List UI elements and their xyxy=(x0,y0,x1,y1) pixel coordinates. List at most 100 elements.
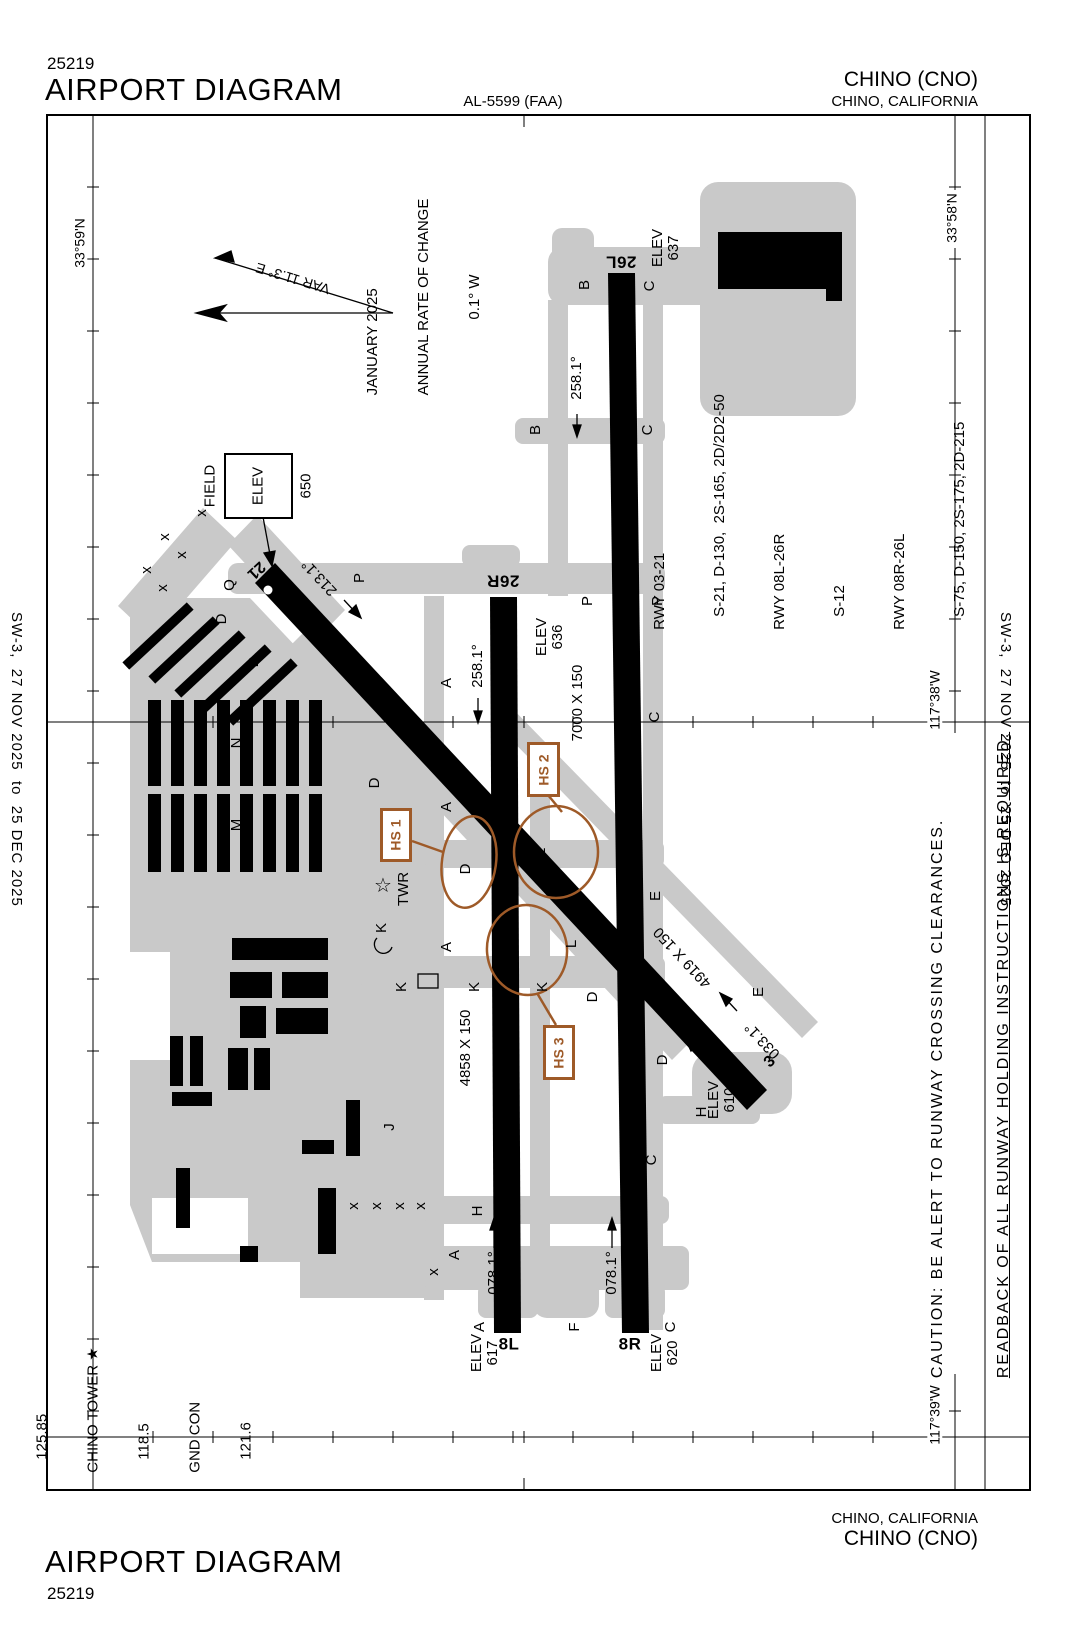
hotspot-1-box: HS 1 xyxy=(380,808,412,862)
closed-taxiway-x: x xyxy=(155,533,173,541)
airport-name-top: CHINO (CNO) xyxy=(843,68,978,91)
taxiway-label-J: J xyxy=(380,1123,398,1131)
taxilane-hook xyxy=(373,937,393,954)
taxiway-label-C: C xyxy=(645,711,663,723)
field-elev-text: FIELD ELEV 650 xyxy=(170,465,346,508)
taxiway-label-D: D xyxy=(212,613,230,625)
hotspot-3-box: HS 3 xyxy=(543,1025,575,1080)
hangar-rows-slanted xyxy=(122,602,298,726)
taxiway-label-P: P xyxy=(648,595,666,607)
heading-8L: 078.1° xyxy=(484,1251,502,1295)
hotspot-3-label: HS 3 xyxy=(551,1036,567,1069)
hotspot-ellipses xyxy=(411,794,600,1026)
runway-slope-08L-26R: 0.4% UP xyxy=(500,1010,518,1070)
taxiway-label-A: A xyxy=(445,1249,463,1261)
hotspot-1-label: HS 1 xyxy=(388,819,404,851)
runways-and-buildings xyxy=(122,232,842,1333)
longitude-label: 117°38'W xyxy=(926,668,943,732)
taxiway-label-D: D xyxy=(456,863,474,875)
elev-label: ELEV xyxy=(468,1333,485,1373)
closed-taxiway-x: x xyxy=(192,509,210,517)
tower-label: TWR xyxy=(394,871,412,907)
procedure-id: AL-5599 (FAA) xyxy=(463,92,563,110)
elev-value: 636 xyxy=(549,624,566,650)
hotspot-1-ellipse xyxy=(440,815,498,909)
taxiway-label-D: D xyxy=(365,777,383,789)
airac-date-left: SW-3, 27 NOV 2025 to 25 DEC 2025 xyxy=(8,612,25,907)
freq-ground-value: 121.6 xyxy=(237,1422,255,1460)
taxiway-label-L: L xyxy=(562,939,580,949)
freq-datis-value: 125.85 xyxy=(33,1413,51,1460)
taxiway-label-C: C xyxy=(638,424,656,436)
taxiway-label-L: L xyxy=(531,847,549,857)
taxiway-label-F: F xyxy=(565,1322,583,1332)
airport-city-top: CHINO, CALIFORNIA xyxy=(831,93,978,110)
taxiway-label-K: K xyxy=(465,981,483,993)
freq-ground-label: GND CON xyxy=(186,1401,204,1473)
tower-star-icon: ☆ xyxy=(374,875,392,897)
airport-city-bottom: CHINO, CALIFORNIA xyxy=(831,1510,978,1527)
taxiway-label-C: C xyxy=(661,1321,679,1333)
taxiway-label-C: C xyxy=(640,280,658,292)
taxiway-label-K: K xyxy=(533,981,551,993)
taxiway-label-B: B xyxy=(526,424,544,436)
closed-taxiway-x: x xyxy=(172,551,190,559)
closed-taxiway-x: x xyxy=(137,566,155,574)
variation-note: JANUARY 2025 ANNUAL RATE OF CHANGE 0.1° … xyxy=(330,199,500,396)
runway-data-line: S-21, D-130, 2S-165, 2D/2D2-50 xyxy=(711,394,728,617)
taxiway-label-K: K xyxy=(392,981,410,993)
taxiway-label-M: M xyxy=(227,818,245,832)
page-title-bottom: AIRPORT DIAGRAM xyxy=(45,1544,343,1579)
runway-data-line: RWY 08R-26L xyxy=(891,533,908,630)
heading-26L: 258.1° xyxy=(567,356,585,400)
variation-rate: ANNUAL RATE OF CHANGE xyxy=(415,198,432,396)
runway-number-8L: 8L xyxy=(498,1334,520,1354)
elev-value: 617 xyxy=(484,1340,501,1366)
closed-taxiway-x: x xyxy=(424,1268,442,1276)
taxiway-label-A: A xyxy=(437,801,455,813)
field-elev-line: 650 xyxy=(297,473,315,499)
runway-number-26R: 26R xyxy=(486,571,520,591)
hotspot-3-ellipse xyxy=(485,903,569,997)
apron-lanes xyxy=(130,952,248,1254)
true-north-arrow xyxy=(214,257,394,314)
taxiway-label-A: A xyxy=(437,941,455,953)
taxiway-label-P: P xyxy=(578,595,596,607)
elev-value: 620 xyxy=(664,1340,681,1366)
latitude-label: 33°59'N xyxy=(71,216,88,270)
airac-date-right: SW-3, 27 NOV 2025 to 25 DEC 2025 xyxy=(997,612,1014,907)
closed-taxiway-x: x xyxy=(390,1202,408,1210)
heading-8R: 078.1° xyxy=(602,1251,620,1295)
page-title-top: AIRPORT DIAGRAM xyxy=(45,72,343,107)
holding-bay xyxy=(417,973,439,989)
elev-label: ELEV xyxy=(649,228,666,268)
taxiway-label-K: K xyxy=(372,922,390,934)
taxiway-label-E: E xyxy=(646,890,664,902)
runway-03-21 xyxy=(255,563,767,1110)
variation-date: JANUARY 2025 xyxy=(364,288,381,396)
runway-data-line: RWY 08L-26R xyxy=(771,533,788,630)
arrows xyxy=(193,250,738,1248)
field-elev-box: FIELD ELEV 650 xyxy=(201,453,314,519)
taxiway-label-H: H xyxy=(692,1106,710,1118)
runway-08R-26L xyxy=(608,273,649,1333)
hotspot-2-box: HS 2 xyxy=(527,742,560,797)
latitude-label: 33°58'N xyxy=(943,191,960,245)
building xyxy=(718,232,842,289)
closed-taxiway-x: x xyxy=(411,1202,429,1210)
taxiway-label-C: C xyxy=(642,1154,660,1166)
field-elev-line: ELEV xyxy=(249,466,267,506)
closed-taxiway-x: x xyxy=(153,584,171,592)
closed-taxiway-x: x xyxy=(344,1202,362,1210)
taxiway-label-E: E xyxy=(749,986,767,998)
heading-26R: 258.1° xyxy=(468,644,486,688)
elev-label: ELEV xyxy=(533,617,550,657)
hotspot-2-label: HS 2 xyxy=(535,753,552,786)
edition-number-top: 25219 xyxy=(47,54,95,73)
freq-tower-label: CHINO TOWER ★ xyxy=(84,1347,102,1473)
